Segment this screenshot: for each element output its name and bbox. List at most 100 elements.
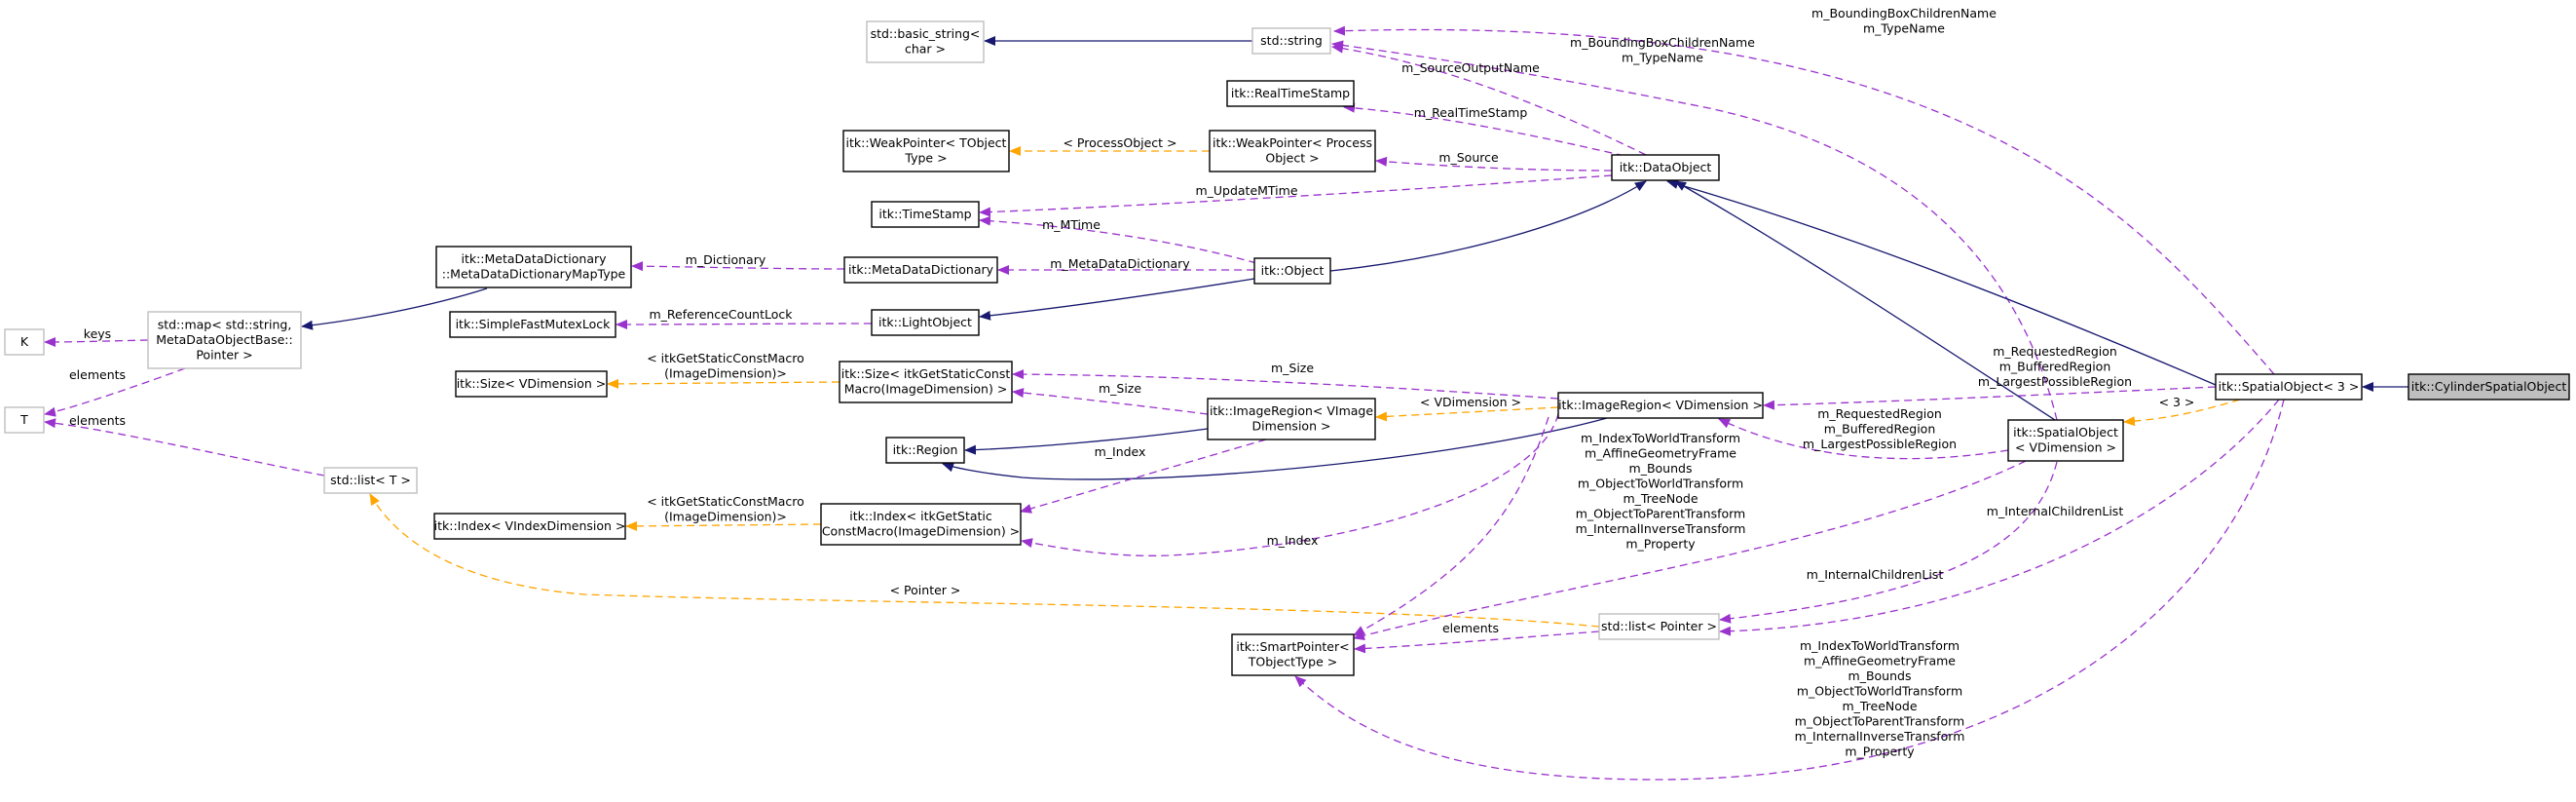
node-k[interactable]: K bbox=[4, 328, 45, 356]
node-box bbox=[4, 406, 45, 434]
edge-mdd-to-mdd-map bbox=[631, 261, 845, 272]
edge-stdlist-p-to-smartptr bbox=[1354, 630, 1600, 654]
node-region[interactable]: itk::Region bbox=[885, 437, 965, 464]
edge-label-source-output-name: m_SourceOutputName bbox=[1401, 60, 1540, 75]
node-stdlist-t[interactable]: std::list< T > bbox=[323, 467, 418, 494]
node-basic-string[interactable]: std::basic_string<char > bbox=[866, 20, 985, 63]
node-label-line: itk::RealTimeStamp bbox=[1231, 86, 1350, 100]
node-cylinder: itk::CylinderSpatialObject bbox=[2408, 373, 2570, 401]
edge-label-line: < itkGetStaticConstMacro bbox=[647, 351, 804, 365]
node-label: itk::SpatialObject< 3 > bbox=[2219, 379, 2360, 394]
edge-label-m-size-top: m_Size bbox=[1271, 361, 1314, 375]
node-label-line: Object > bbox=[1265, 151, 1319, 166]
node-mdd-map[interactable]: itk::MetaDataDictionary::MetaDataDiction… bbox=[435, 246, 632, 288]
edge-label-m-size-mid: m_Size bbox=[1099, 381, 1141, 396]
node-label-line: itk::WeakPointer< Process bbox=[1213, 135, 1372, 150]
edge-spatial-vd-to-dataobject bbox=[1674, 180, 2056, 421]
node-mutexlock[interactable]: itk::SimpleFastMutexLock bbox=[449, 311, 616, 338]
edge-label-line: m_InternalInverseTransform bbox=[1795, 729, 1965, 744]
node-spatial3[interactable]: itk::SpatialObject< 3 > bbox=[2215, 373, 2363, 401]
node-dataobject[interactable]: itk::DataObject bbox=[1611, 154, 1720, 181]
edge-label-source: m_Source bbox=[1438, 150, 1499, 165]
edge-label-line: m_BoundingBoxChildrenName bbox=[1570, 35, 1755, 50]
edge-imageregion-v-to-size-s bbox=[1012, 388, 1209, 415]
node-label-line: ::MetaDataDictionaryMapType bbox=[442, 267, 626, 282]
edge-label-line: m_TypeName bbox=[1622, 51, 1703, 65]
edge-label-line: m_ObjectToParentTransform bbox=[1576, 507, 1746, 521]
node-box bbox=[449, 311, 616, 338]
node-label-line: std::string bbox=[1260, 33, 1323, 48]
node-label: itk::DataObject bbox=[1620, 160, 1712, 174]
node-realtimestamp[interactable]: itk::RealTimeStamp bbox=[1226, 80, 1355, 107]
node-label: itk::MetaDataDictionary::MetaDataDiction… bbox=[442, 251, 626, 282]
node-label: std::list< T > bbox=[330, 473, 411, 487]
edge-spatial-vd-to-string bbox=[1331, 40, 2058, 421]
edge-label-line: m_LargestPossibleRegion bbox=[1803, 437, 1957, 451]
node-box bbox=[1557, 392, 1764, 419]
edge-label-line: < ProcessObject > bbox=[1063, 135, 1176, 150]
edge-label-line: m_MetaDataDictionary bbox=[1050, 256, 1190, 271]
edge-label-refcountlock: m_ReferenceCountLock bbox=[650, 307, 794, 322]
node-box bbox=[866, 20, 985, 63]
edge-object-to-timestamp bbox=[979, 215, 1257, 264]
edge-size-s-to-size-v bbox=[607, 378, 840, 389]
node-label: T bbox=[19, 412, 28, 427]
node-stdlist-p[interactable]: std::list< Pointer > bbox=[1598, 613, 1720, 640]
edge-label-size-macro: < itkGetStaticConstMacro(ImageDimension)… bbox=[647, 351, 804, 381]
edge-label-keys: keys bbox=[84, 326, 111, 341]
node-label-line: itk::SmartPointer< bbox=[1236, 639, 1349, 654]
edge-label-mtime: m_MTime bbox=[1042, 217, 1101, 232]
edge-label-line: m_SourceOutputName bbox=[1401, 60, 1540, 75]
edge-spatial3-to-smartptr bbox=[1294, 399, 2285, 781]
node-string[interactable]: std::string bbox=[1251, 27, 1331, 55]
edge-stdlist-t-to-t bbox=[44, 418, 325, 477]
edge-label-line: m_InternalChildrenList bbox=[1807, 567, 1944, 582]
node-box bbox=[433, 513, 626, 540]
node-label-line: Type > bbox=[904, 151, 947, 166]
edge-label-children-3: m_InternalChildrenList bbox=[1987, 504, 2124, 518]
node-label: itk::Object bbox=[1261, 263, 1325, 278]
node-size-v[interactable]: itk::Size< VDimension > bbox=[455, 370, 608, 398]
node-box bbox=[1598, 613, 1720, 640]
node-label-line: itk::Size< VDimension > bbox=[457, 376, 607, 391]
node-box bbox=[1209, 130, 1376, 172]
edge-label-m-index-bottom: m_Index bbox=[1267, 533, 1319, 548]
node-mdd[interactable]: itk::MetaDataDictionary bbox=[843, 256, 998, 284]
node-label: itk::SimpleFastMutexLock bbox=[456, 317, 612, 331]
node-label: std::string bbox=[1260, 33, 1323, 48]
edge-imageregion-vd-to-index-s bbox=[1021, 413, 1559, 556]
node-label-line: char > bbox=[905, 42, 946, 57]
node-index-v[interactable]: itk::Index< VIndexDimension > bbox=[433, 513, 626, 540]
node-spatial-vd[interactable]: itk::SpatialObject< VDimension > bbox=[2007, 419, 2124, 462]
node-label-line: itk::Object bbox=[1261, 263, 1325, 278]
node-label: itk::RealTimeStamp bbox=[1231, 86, 1350, 100]
node-label-line: MetaDataObjectBase:: bbox=[156, 332, 292, 347]
node-lightobject[interactable]: itk::LightObject bbox=[871, 309, 980, 336]
node-label: std::basic_string<char > bbox=[871, 26, 981, 57]
node-t[interactable]: T bbox=[4, 406, 45, 434]
node-label-line: itk::DataObject bbox=[1620, 160, 1712, 174]
edge-label-line: m_ObjectToWorldTransform bbox=[1797, 684, 1962, 699]
edge-spatial-vd-to-imageregion-vd bbox=[1718, 418, 2009, 460]
node-object[interactable]: itk::Object bbox=[1253, 257, 1331, 285]
node-label-line: ConstMacro(ImageDimension) > bbox=[822, 524, 1020, 539]
node-stdmap[interactable]: std::map< std::string,MetaDataObjectBase… bbox=[147, 311, 302, 369]
node-label-line: K bbox=[20, 334, 29, 349]
node-smartptr[interactable]: itk::SmartPointer<TObjectType > bbox=[1231, 633, 1355, 676]
node-label: itk::ImageRegion< VDimension > bbox=[1558, 398, 1763, 412]
node-imageregion-vd[interactable]: itk::ImageRegion< VDimension > bbox=[1557, 392, 1764, 419]
node-label: itk::Region bbox=[893, 442, 958, 457]
node-label-line: Macro(ImageDimension) > bbox=[844, 382, 1008, 397]
node-timestamp[interactable]: itk::TimeStamp bbox=[871, 201, 980, 228]
node-label-line: itk::MetaDataDictionary bbox=[461, 251, 607, 266]
edge-label-line: < 3 > bbox=[2159, 395, 2195, 409]
edge-label-pointer: < Pointer > bbox=[890, 583, 961, 597]
edge-label-line: m_Index bbox=[1267, 533, 1319, 548]
